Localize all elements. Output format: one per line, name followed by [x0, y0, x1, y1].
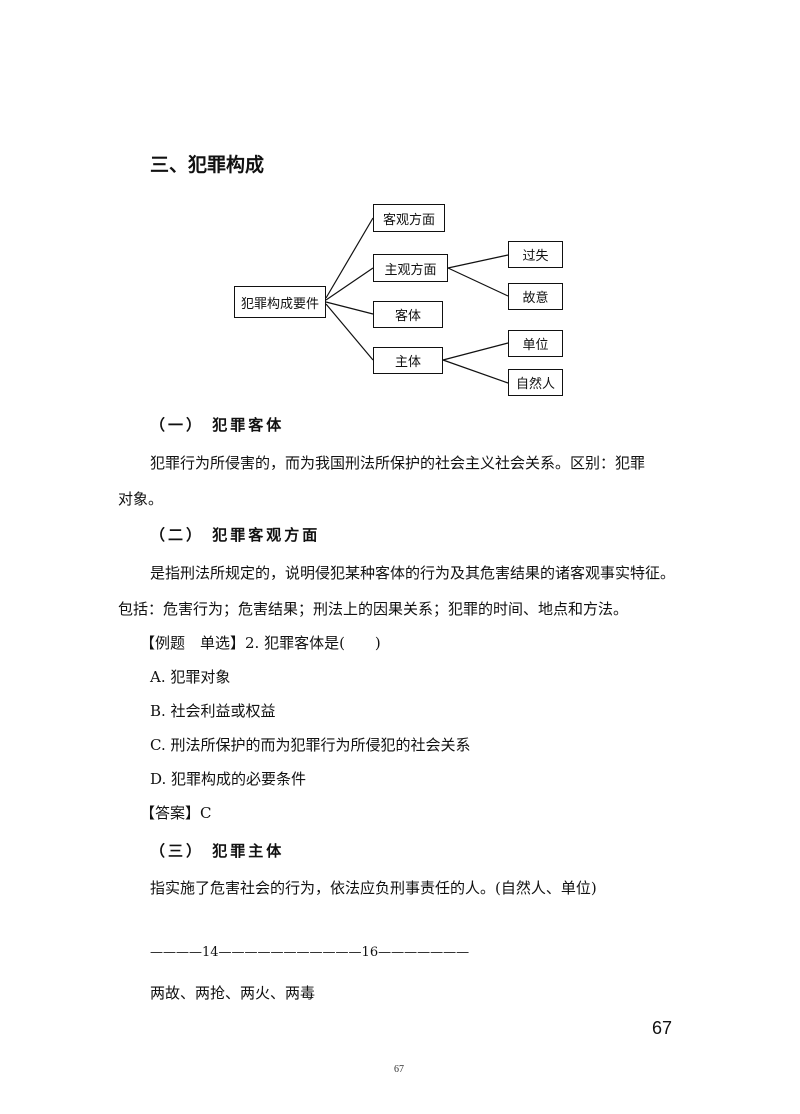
- notes-line: 两故、两抢、两火、两毒: [150, 984, 316, 1002]
- page-number-small: 67: [394, 1064, 404, 1075]
- subsection-2-para-line1: 是指刑法所规定的，说明侵犯某种客体的行为及其危害结果的诸客观事实特征。: [150, 564, 676, 582]
- page-number-large: 67: [652, 1018, 673, 1038]
- diagram-connectors: [325, 217, 509, 384]
- diagram-leaf-natural-person: 自然人: [508, 369, 563, 396]
- example-option-d: D. 犯罪构成的必要条件: [150, 770, 307, 788]
- diagram-leaf-negligence: 过失: [508, 241, 563, 268]
- diagram-root-box: 犯罪构成要件: [234, 286, 326, 318]
- example-question: 【例题 单选】2. 犯罪客体是( ): [140, 634, 381, 652]
- diagram-branch-objective: 客观方面: [373, 204, 445, 232]
- subsection-2-heading: （二） 犯罪客观方面: [150, 526, 321, 544]
- example-option-c: C. 刑法所保护的而为犯罪行为所侵犯的社会关系: [150, 736, 471, 754]
- diagram-branch-object: 客体: [373, 301, 443, 328]
- diagram-branch-subject: 主体: [373, 347, 443, 374]
- subsection-1-para-line1: 犯罪行为所侵害的，而为我国刑法所保护的社会主义社会关系。区别：犯罪: [150, 454, 646, 472]
- subsection-3-para: 指实施了危害社会的行为，依法应负刑事责任的人。(自然人、单位): [150, 879, 597, 897]
- subsection-3-heading: （三） 犯罪主体: [150, 842, 285, 860]
- diagram-branch-subjective: 主观方面: [373, 254, 448, 282]
- subsection-1-heading: （一） 犯罪客体: [150, 416, 285, 434]
- subsection-2-para-line2: 包括：危害行为；危害结果；刑法上的因果关系；犯罪的时间、地点和方法。: [118, 600, 629, 618]
- example-option-b: B. 社会利益或权益: [150, 702, 276, 720]
- subsection-1-para-line2: 对象。: [118, 490, 164, 508]
- example-answer: 【答案】C: [140, 804, 212, 822]
- section-title: 三、犯罪构成: [150, 154, 265, 176]
- diagram-leaf-entity: 单位: [508, 330, 563, 357]
- diagram-leaf-intent: 故意: [508, 283, 563, 310]
- example-option-a: A. 犯罪对象: [150, 668, 231, 686]
- timeline-line: ————14———————————16———————: [150, 945, 470, 960]
